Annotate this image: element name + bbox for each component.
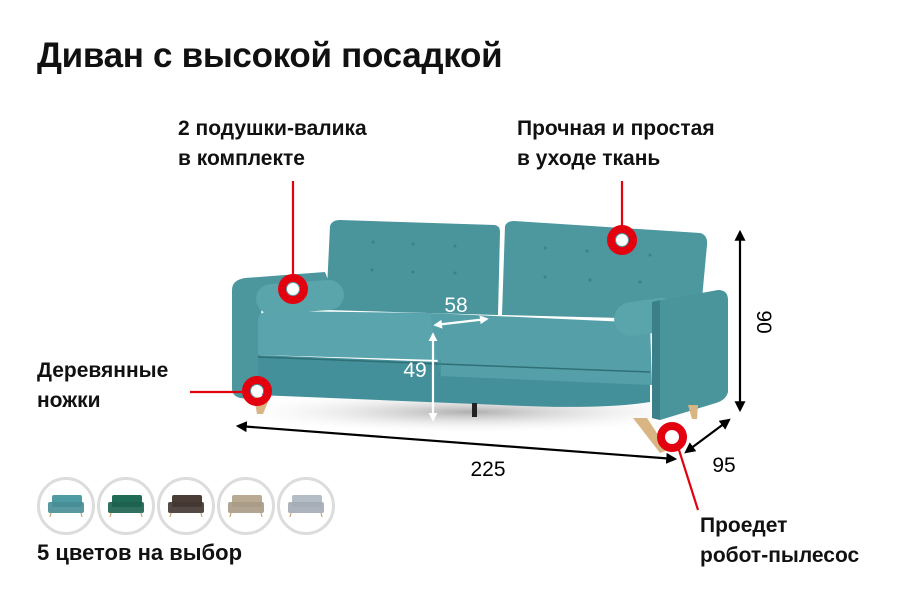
sofa <box>232 220 728 453</box>
callout-marker-legs[interactable] <box>242 376 272 406</box>
feature-fabric-label: Прочная и простая в уходе ткань <box>517 114 715 174</box>
width-dimension-line <box>235 421 678 464</box>
right-armrest <box>652 290 728 420</box>
mini-sofa-icon <box>48 495 84 518</box>
callout-marker-robot[interactable] <box>657 422 687 452</box>
color-swatch-beige[interactable] <box>217 477 275 535</box>
color-swatches <box>37 477 335 535</box>
page-title: Диван с высокой посадкой <box>37 36 503 75</box>
depth-dimension-value: 95 <box>712 454 735 477</box>
feature-bolsters-line1: 2 подушки-валика <box>178 117 367 140</box>
color-swatch-brown[interactable] <box>157 477 215 535</box>
center-support-leg <box>472 403 477 417</box>
mini-sofa-icon <box>108 495 144 518</box>
feature-legs-line1: Деревянные <box>37 359 169 382</box>
back-cushion-right <box>502 221 708 320</box>
seat-depth-dimension-value: 58 <box>444 294 467 317</box>
feature-robot-label: Проедет робот-пылесос <box>700 511 859 571</box>
mini-sofa-icon <box>228 495 264 518</box>
color-swatch-teal[interactable] <box>37 477 95 535</box>
feature-bolsters-line2: в комплекте <box>178 147 305 170</box>
callout-marker-bolsters[interactable] <box>278 274 308 304</box>
feature-robot-line1: Проедет <box>700 514 788 537</box>
feature-legs-line2: ножки <box>37 389 101 412</box>
callout-marker-fabric[interactable] <box>607 225 637 255</box>
width-dimension-value: 225 <box>470 458 505 481</box>
seat-height-dimension-value: 49 <box>403 359 426 382</box>
feature-legs-label: Деревянные ножки <box>37 356 168 416</box>
feature-fabric-line2: в уходе ткань <box>517 147 661 170</box>
colors-label: 5 цветов на выбор <box>37 540 243 565</box>
mini-sofa-icon <box>288 495 324 518</box>
mini-sofa-icon <box>168 495 204 518</box>
feature-bolsters-label: 2 подушки-валика в комплекте <box>178 114 367 174</box>
feature-fabric-line1: Прочная и простая <box>517 117 715 140</box>
seat-cushion-right <box>430 313 652 385</box>
height-dimension-value: 90 <box>752 310 775 333</box>
callout-line-robot <box>677 449 700 511</box>
color-swatch-green[interactable] <box>97 477 155 535</box>
leg-back-right <box>688 405 698 419</box>
feature-robot-line2: робот-пылесос <box>700 544 860 567</box>
seat-depth-dimension-line <box>433 315 489 329</box>
seat-cushion-left <box>258 311 440 360</box>
back-cushion-left <box>326 220 500 315</box>
depth-dimension-line <box>684 418 731 454</box>
tufting <box>370 240 652 284</box>
color-swatch-grey[interactable] <box>277 477 335 535</box>
left-armrest <box>232 272 330 400</box>
